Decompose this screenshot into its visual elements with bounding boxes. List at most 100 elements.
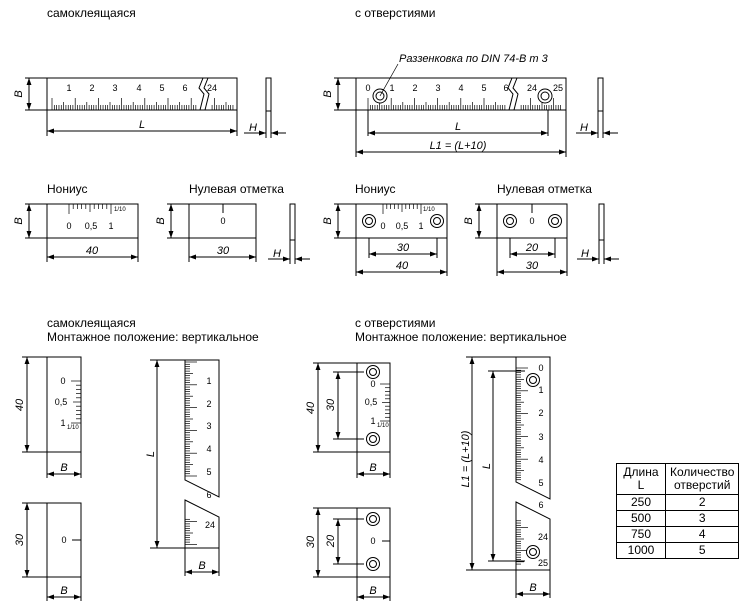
z2-0: 0 (529, 216, 534, 226)
vr2-3: 3 (538, 432, 543, 442)
vertical-vernier-2: 0 0,5 1 1/10 30 40 B (305, 362, 391, 478)
vr1-24: 24 (205, 520, 215, 530)
dim-20-2: 20 (325, 534, 337, 548)
vv2-0: 0 (370, 379, 375, 389)
scale2-4: 4 (458, 83, 463, 93)
vv2-1: 1 (370, 416, 375, 426)
scale2-24: 24 (527, 83, 537, 93)
dim-30-2: 30 (397, 242, 410, 254)
vr2-4: 4 (538, 455, 543, 465)
vv1-110: 1/10 (67, 425, 79, 431)
vernier-self-adhesive: 0 0,5 1 1/10 40 B (13, 203, 139, 262)
dim-B-2: B (322, 90, 334, 97)
dim-B-4: B (155, 217, 167, 224)
table-cell-length: 500 (616, 510, 666, 527)
scale2-2: 2 (412, 83, 417, 93)
vertical-zero-1: 0 30 B (14, 502, 82, 601)
vr2-0: 0 (538, 363, 543, 373)
vr1-5: 5 (206, 467, 211, 477)
dim-H-3: H (273, 248, 281, 260)
dim-L1-1: L1 = (L+10) (430, 140, 487, 152)
table-header-row: Длина L Количество отверстий (616, 463, 740, 495)
scale-label-5: 5 (159, 83, 164, 93)
header-with-holes: с отверстиями (355, 6, 435, 20)
profile-H-1: H (244, 77, 286, 138)
scale2-1: 1 (389, 83, 394, 93)
profile-H-4: H (577, 203, 619, 264)
dim-30-6: 30 (305, 535, 317, 548)
v2-110: 1/10 (423, 207, 435, 213)
vr1-1: 1 (206, 376, 211, 386)
table-cell-length: 750 (616, 526, 666, 543)
dim-L1-2: L1 = (L+10) (460, 430, 472, 487)
table-header-holes: Количество отверстий (664, 463, 740, 495)
header-with-holes-2: с отверстиями (355, 316, 435, 330)
vertical-zero-2: 0 20 30 B (305, 507, 391, 601)
scale2-3: 3 (435, 83, 440, 93)
countersink-note: Раззенковка по DIN 74-B m 3 (399, 53, 549, 65)
scale2-0: 0 (365, 83, 370, 93)
ruler-horizontal-self-adhesive: L B 1 2 3 4 5 6 24 (13, 77, 238, 136)
dim-40-3: 40 (14, 398, 26, 411)
dim-H-4: H (581, 248, 589, 260)
dim-L-2: L (455, 121, 461, 133)
vr2-6: 6 (538, 500, 543, 510)
profile-H-2: H (576, 77, 618, 138)
vv1-05: 0,5 (55, 397, 68, 407)
table-cell-holes: 3 (664, 510, 740, 527)
vv1-1: 1 (60, 418, 65, 428)
vr1-6: 6 (206, 490, 211, 500)
vr2-24: 24 (538, 532, 548, 542)
header-mounting-2: Монтажное положение: вертикальное (355, 330, 567, 344)
dim-B-10: B (369, 462, 376, 474)
table-cell-length: 250 (616, 494, 666, 511)
header-self-adhesive: самоклеящаяся (47, 6, 136, 20)
header-zero-mark-2: Нулевая отметка (497, 182, 592, 196)
vr2-2: 2 (538, 408, 543, 418)
dim-30-1: 30 (217, 245, 230, 257)
vz1-0: 0 (61, 535, 66, 545)
profile-H-3: H (268, 203, 310, 264)
dim-40-2: 40 (396, 260, 409, 272)
dim-30-5: 30 (325, 398, 337, 411)
vertical-ruler-with-holes: 0 1 2 3 4 5 6 24 25 L L1 = (L+10) B (460, 356, 551, 598)
dim-40-4: 40 (305, 401, 317, 414)
dim-H-2: H (580, 122, 588, 134)
table-cell-holes: 4 (664, 526, 740, 543)
scale2-25: 25 (553, 83, 563, 93)
dim-B-8: B (60, 585, 67, 597)
header-self-adhesive-2: самоклеящаяся (47, 316, 136, 330)
dim-B-5: B (322, 217, 334, 224)
header-mounting-1: Монтажное положение: вертикальное (47, 330, 259, 344)
dim-B-12: B (529, 582, 536, 594)
vv2-05: 0,5 (365, 397, 378, 407)
zero-mark-self-adhesive: 0 30 B (155, 203, 257, 262)
scale-label-4: 4 (136, 83, 141, 93)
table-cell-holes: 2 (664, 494, 740, 511)
scale-label-3: 3 (112, 83, 117, 93)
vz2-0: 0 (370, 536, 375, 546)
table-header-length: Длина L (616, 463, 666, 495)
table-cell-length: 1000 (616, 542, 666, 559)
dim-B-6: B (463, 217, 475, 224)
vr2-25: 25 (538, 558, 548, 568)
dim-B-11: B (369, 585, 376, 597)
scale2-5: 5 (481, 83, 486, 93)
vr2-5: 5 (538, 478, 543, 488)
header-vernier-2: Нониус (355, 182, 396, 196)
vr2-1: 1 (538, 385, 543, 395)
vertical-ruler-self-adhesive: L B 1 2 3 4 5 6 24 (145, 359, 220, 576)
vv2-110: 1/10 (377, 423, 389, 429)
v2-05: 0,5 (396, 221, 409, 231)
dim-20-1: 20 (525, 242, 539, 254)
dim-B-1: B (13, 90, 25, 97)
dim-L-1: L (139, 119, 145, 131)
ruler-horizontal-with-holes: Раззенковка по DIN 74-B m 3 0 1 2 3 4 5 … (322, 53, 567, 157)
v1-1: 1 (108, 221, 113, 231)
